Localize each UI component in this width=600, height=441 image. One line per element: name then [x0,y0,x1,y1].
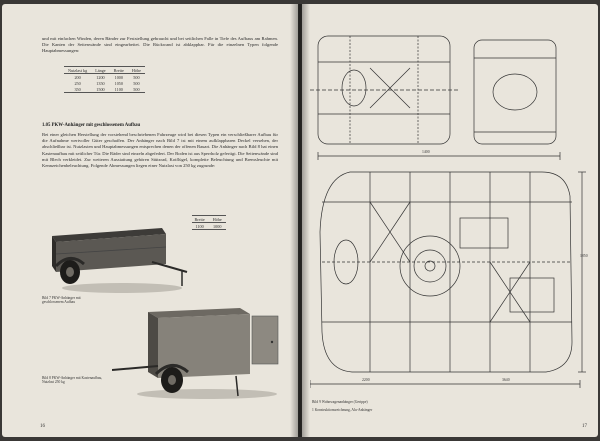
figure-caption-9: Bild 9 Wohnwagenanhänger (Gerippe) [312,400,368,404]
table-cell: 1100 [190,222,209,230]
table-row: 200 1200 1000 500 [64,74,145,81]
table-row: 250 1350 1050 500 [64,80,145,86]
dimension-label: 1850 [580,254,588,258]
table-cell: 200 [74,74,81,80]
body-paragraph: Bei einer gleichen Herstellung der vorst… [42,132,278,169]
figure-caption-7: Bild 7 PKW-Anhänger mit geschlossenem Au… [42,296,81,305]
side-view-outline [319,171,573,373]
table-row: 350 1500 1100 500 [64,86,145,93]
table-header-cell: Nutzlast kg [64,66,92,74]
table-cell: 1100 [109,86,128,93]
dimensions-table-open: Nutzlast kg Länge Breite Höhe 200 1200 1… [64,66,145,93]
table-header-row: Nutzlast kg Länge Breite Höhe [64,66,145,74]
end-view-outline [473,39,557,145]
dimension-label: 3640 [502,378,510,382]
table-cell: 1350 [96,80,105,86]
section-heading: 1.05 PKW-Anhänger mit geschlossenem Aufb… [42,123,141,128]
table-cell: 1500 [91,86,110,93]
dimension-label: 2200 [362,378,370,382]
table-cell: 500 [133,74,140,80]
right-page: 1400 2200 1850 3640 Bild 9 Wohnwagenanhä… [302,4,598,437]
technical-drawing [310,35,586,388]
table-header-cell: Höhe [208,215,226,223]
trailer-photo-lid [42,214,192,296]
table-cell: 1050 [114,80,123,86]
page-number-left: 16 [40,424,45,429]
figure-caption-8: Bild 8 PKW-Anhänger mit Kastenaufbau, Nu… [42,376,103,385]
table-cell: 350 [64,86,92,93]
table-cell: 500 [127,86,145,93]
table-header-cell: Breite [109,66,128,74]
table-cell: 1200 [96,74,105,80]
table-header-cell: Höhe [127,66,145,74]
table-cell: 1000 [114,74,123,80]
intro-paragraph: und mit einfachen Winden, deren Bänder z… [42,36,278,54]
table-cell: 250 [74,80,81,86]
table-cell: 500 [133,80,140,86]
dimension-label: 1400 [422,150,430,154]
trailer-photo-box [112,304,282,404]
figure-caption-9-sub: 1 Konstruktionszeichnung, Alu-Anhänger [312,408,373,412]
table-header-cell: Breite [190,215,209,223]
table-header-cell: Länge [91,66,110,74]
page-number-right: 17 [582,424,587,429]
left-page: und mit einfachen Winden, deren Bänder z… [2,4,298,437]
table-cell: 1000 [208,222,226,230]
